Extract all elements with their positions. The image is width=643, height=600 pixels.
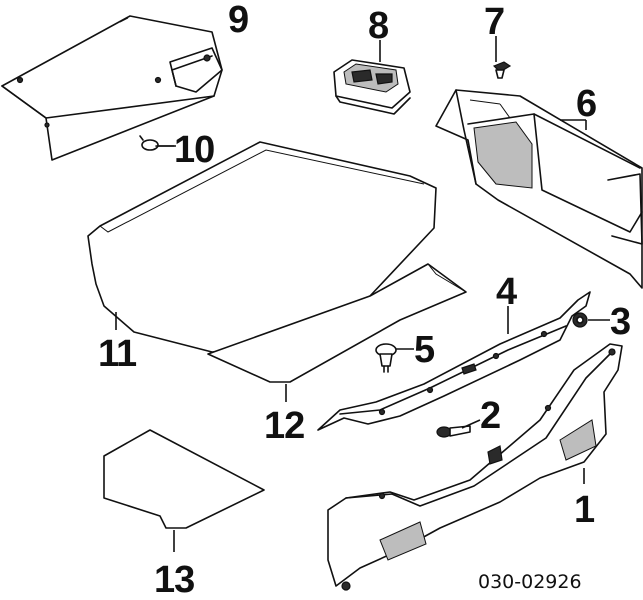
callout-2: 2 [480,395,500,437]
callout-10: 10 [174,129,214,171]
callout-8: 8 [368,5,388,47]
callout-1: 1 [574,489,595,531]
part-6-side-trim [435,89,643,289]
part-9-side-trim [1,15,223,161]
part-1-back-panel [327,343,623,591]
part-12-floor-board [207,263,467,402]
callout-4: 4 [496,271,517,313]
part-2-screw [436,419,481,438]
callout-6: 6 [576,83,596,125]
part-5-clip [375,343,414,373]
callout-9: 9 [228,0,248,41]
callout-3: 3 [610,301,630,343]
part-7-clip [492,36,512,79]
reference-code: 030-02926 [478,571,582,593]
callout-11: 11 [98,333,137,375]
part-4-trim-strip [317,291,591,431]
part-13-mat [103,429,265,552]
part-3-grommet [572,312,610,328]
part-10-clip [139,135,176,151]
part-8-compartment [333,40,411,115]
callout-13: 13 [154,559,194,600]
callout-5: 5 [414,329,435,371]
callout-7: 7 [484,1,504,43]
callout-12: 12 [264,405,304,447]
